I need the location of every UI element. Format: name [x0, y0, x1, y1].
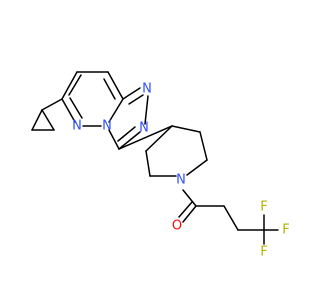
bond-pyr-c6-c5	[61, 71, 78, 100]
atom-n-pyridazine: N	[72, 119, 82, 134]
bond-tri-n1-n2	[144, 95, 149, 125]
bond-tri-c3-n4	[108, 129, 120, 150]
bond-pip-c4-c3	[145, 125, 173, 152]
atom-n-piperidine: N	[176, 173, 186, 188]
bond-tri-n2-c3-inner	[117, 126, 136, 142]
atom-f-right: F	[282, 223, 289, 238]
bond-tri-n2-c3	[118, 131, 141, 150]
bond-pyr-c4-c8a-inner	[103, 78, 116, 100]
atom-label-layer: N N N N N O F F F	[72, 82, 290, 260]
bond-pip-c5-c4	[171, 125, 201, 133]
atom-o-carbonyl: O	[172, 219, 182, 234]
bond-pyr-n5-c6	[61, 98, 76, 123]
atom-f-top: F	[260, 200, 267, 215]
bond-carbonyl-c-o-2	[178, 201, 193, 218]
atom-f-bottom: F	[260, 245, 267, 260]
bond-pyr-c4-c8a	[107, 71, 124, 100]
bond-tri-c8a-n1	[122, 87, 141, 100]
bond-pyr-c8a-n4	[108, 98, 124, 123]
bond-pip-c6-c5	[199, 131, 208, 161]
bond-pip-n1-c6	[186, 159, 208, 176]
bond-n-carbonyl	[182, 189, 197, 207]
bond-carbonyl-c-o-1	[182, 205, 197, 223]
bond-tri-c8a-n1-inner	[128, 94, 144, 105]
bond-pip-c3-c2	[145, 150, 151, 177]
bond-cyclopropyl-pyridazine	[41, 98, 63, 111]
bond-cyclopropyl-3	[41, 109, 55, 131]
bond-chain-2	[223, 205, 239, 231]
molecule-structure: N N N N N O F F F	[31, 71, 290, 260]
bond-pyr-c5-c5-inner	[68, 74, 82, 96]
atom-n-bridge: N	[102, 119, 112, 134]
atom-n-triazole-top: N	[142, 82, 152, 97]
bond-pyr-n5-c6-inner	[69, 97, 83, 119]
atom-n-triazole-mid: N	[139, 121, 149, 136]
bond-layer	[31, 71, 279, 245]
bond-cyclopropyl-1	[31, 109, 43, 131]
bond-triazole-piperidine	[118, 125, 173, 150]
